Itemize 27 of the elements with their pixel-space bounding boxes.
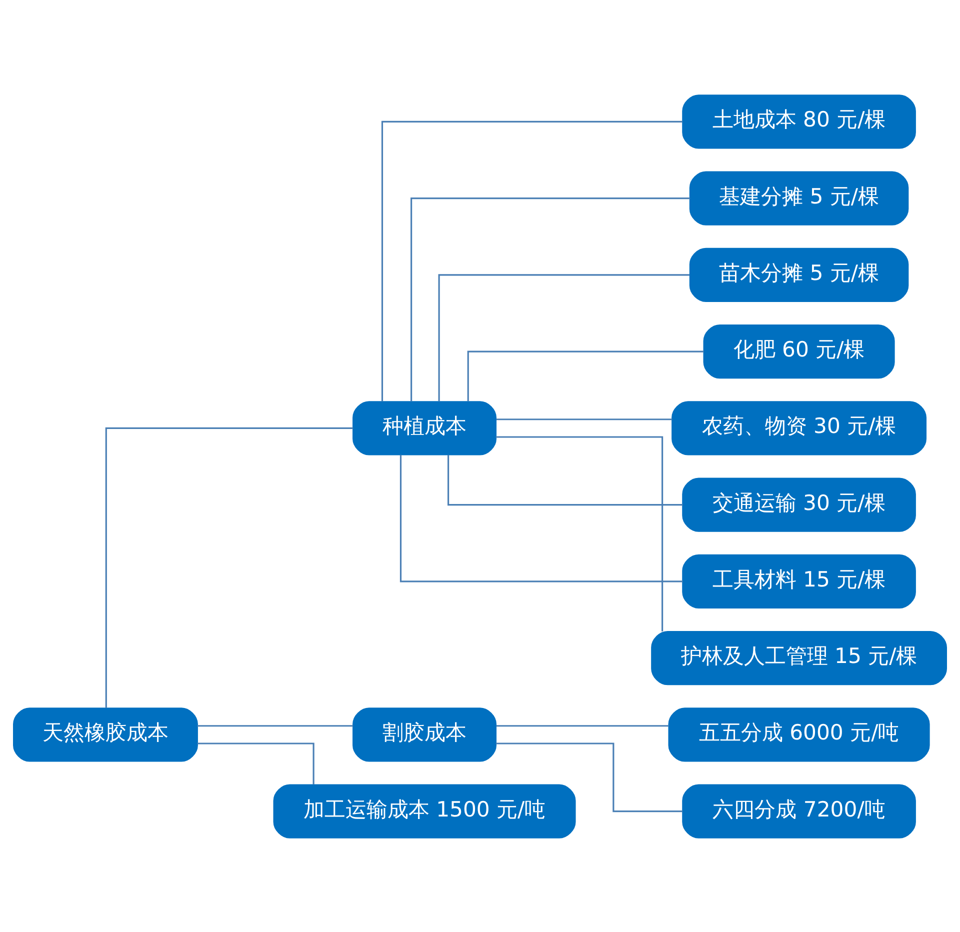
connector bbox=[438, 274, 690, 401]
node-box: 土地成本 80 元/棵 bbox=[682, 94, 916, 148]
node-box: 工具材料 15 元/棵 bbox=[682, 554, 916, 608]
connector bbox=[467, 350, 704, 401]
node-box: 加工运输成本 1500 元/吨 bbox=[273, 784, 576, 838]
connector bbox=[410, 197, 690, 401]
node-box: 苗木分摊 5 元/棵 bbox=[689, 247, 909, 302]
connector bbox=[496, 724, 669, 726]
node-box: 农药、物资 30 元/棵 bbox=[672, 400, 927, 455]
node-box: 护林及人工管理 15 元/棵 bbox=[651, 630, 947, 685]
node-box: 交通运输 30 元/棵 bbox=[682, 477, 916, 532]
connector bbox=[400, 454, 683, 582]
node-box: 基建分摊 5 元/棵 bbox=[689, 170, 909, 225]
connector bbox=[197, 724, 354, 726]
connector bbox=[496, 418, 672, 420]
node-box: 六四分成 7200/吨 bbox=[682, 784, 916, 838]
node-box: 五五分成 6000 元/吨 bbox=[668, 707, 930, 762]
node-box: 化肥 60 元/棵 bbox=[703, 324, 895, 378]
node-box: 种植成本 bbox=[352, 400, 497, 455]
connector bbox=[496, 436, 664, 631]
connector bbox=[381, 120, 682, 402]
node-box: 天然橡胶成本 bbox=[13, 707, 198, 762]
node-box: 割胶成本 bbox=[352, 707, 497, 762]
connector bbox=[448, 454, 683, 506]
connector bbox=[496, 742, 683, 812]
connector bbox=[197, 742, 314, 784]
connector bbox=[105, 426, 354, 708]
